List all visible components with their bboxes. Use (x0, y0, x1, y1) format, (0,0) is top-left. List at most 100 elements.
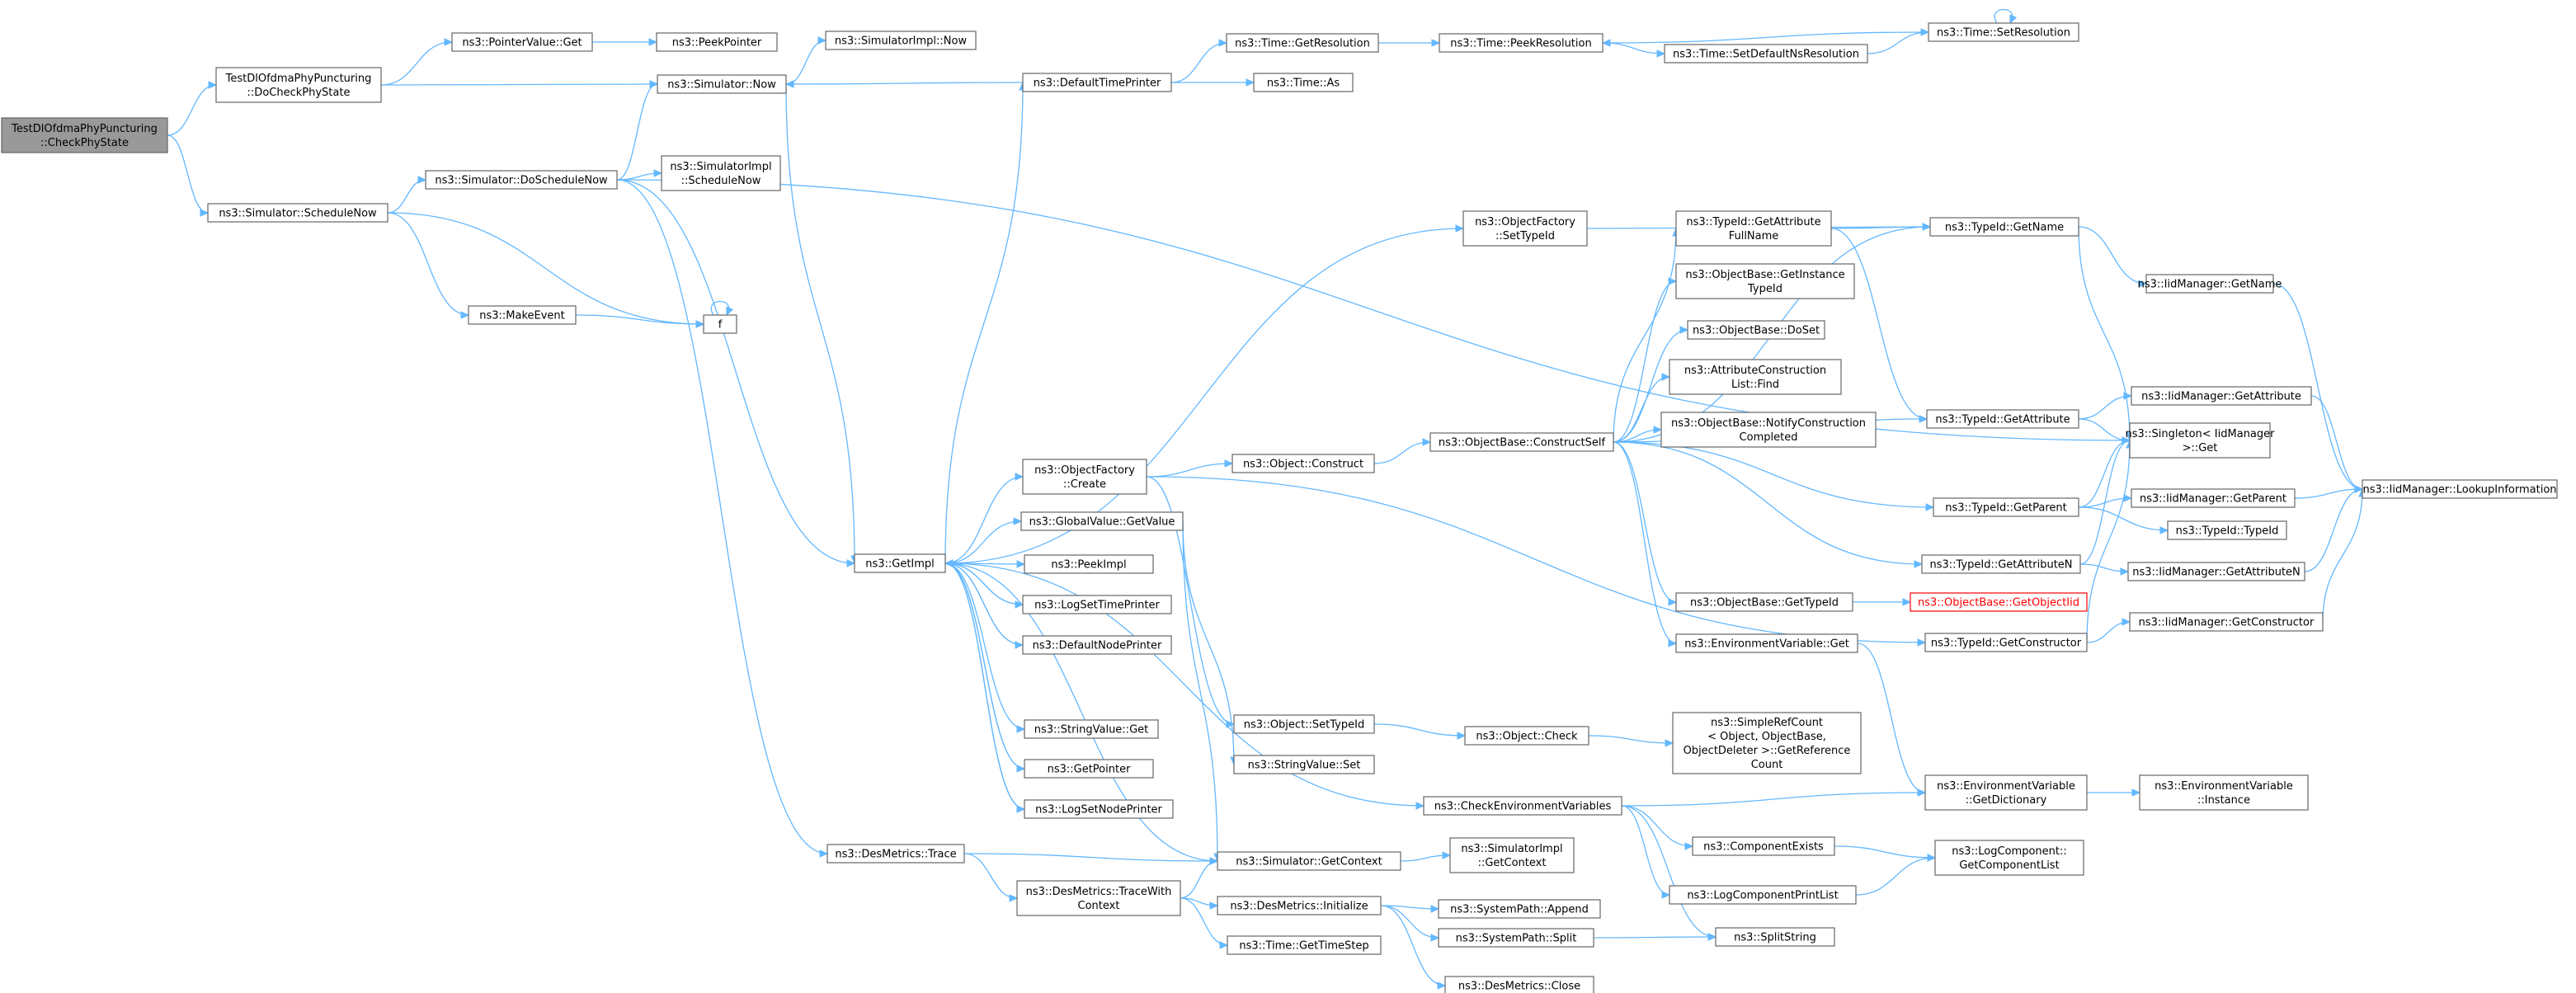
edge-tidGetCtor-to-singleton (2086, 439, 2134, 643)
edge-line (167, 134, 209, 214)
node-ofSetTid[interactable]: ns3::ObjectFactory::SetTypeId (1462, 210, 1588, 247)
node-timeAs[interactable]: ns3::Time::As (1253, 73, 1354, 92)
node-envGet[interactable]: ns3::EnvironmentVariable::Get (1675, 633, 1858, 653)
node-objCheck[interactable]: ns3::Object::Check (1464, 726, 1589, 746)
edge-arrowhead (1684, 842, 1694, 850)
node-desInit[interactable]: ns3::DesMetrics::Initialize (1217, 896, 1382, 915)
node-getPointer[interactable]: ns3::GetPointer (1024, 759, 1154, 779)
node-obGetTid[interactable]: ns3::ObjectBase::GetTypeId (1675, 592, 1853, 612)
node-box (1429, 432, 1614, 452)
node-simImplGetCtx[interactable]: ns3::SimulatorImpl::GetContext (1449, 837, 1575, 873)
node-doSched[interactable]: ns3::Simulator::DoScheduleNow (425, 170, 618, 190)
node-iidGetAttrN[interactable]: ns3::IidManager::GetAttributeN (2127, 562, 2305, 581)
node-desClose[interactable]: ns3::DesMetrics::Close (1444, 976, 1594, 993)
edge-line (380, 41, 453, 86)
node-f[interactable]: f (703, 314, 737, 334)
node-iidGetParent[interactable]: ns3::IidManager::GetParent (2131, 488, 2296, 508)
node-label: ns3::SimulatorImpl::Now (835, 35, 968, 48)
node-singleton[interactable]: ns3::Singleton< IidManager >::Get (2125, 422, 2275, 459)
node-label: ns3::PeekImpl (1051, 559, 1126, 572)
node-tidGetAttr[interactable]: ns3::TypeId::GetAttribute (1926, 409, 2079, 429)
node-simImplSched[interactable]: ns3::SimulatorImpl::ScheduleNow (661, 155, 781, 191)
node-checkEnv[interactable]: ns3::CheckEnvironmentVariables (1423, 796, 1622, 816)
node-objConstruct[interactable]: ns3::Object::Construct (1231, 454, 1375, 473)
node-ptrGet[interactable]: ns3::PointerValue::Get (451, 32, 593, 52)
node-label: ns3::SplitString (1734, 932, 1816, 944)
node-getRes[interactable]: ns3::Time::GetResolution (1226, 33, 1379, 53)
edge-tidGetAttr-to-iidGetAttr (2078, 392, 2133, 420)
node-ofCreate[interactable]: ns3::ObjectFactory::Create (1022, 459, 1147, 495)
node-logSetTime[interactable]: ns3::LogSetTimePrinter (1022, 595, 1172, 614)
node-getImpl[interactable]: ns3::GetImpl (854, 553, 946, 573)
edge-line (1857, 642, 1926, 793)
node-obDoSet[interactable]: ns3::ObjectBase::DoSet (1687, 320, 1825, 340)
node-envInst[interactable]: ns3::EnvironmentVariable::Instance (2139, 774, 2309, 811)
node-logPrintList[interactable]: ns3::LogComponentPrintList (1669, 885, 1857, 905)
edge-arrowhead (1902, 598, 1912, 606)
node-makeEvent[interactable]: ns3::MakeEvent (468, 305, 577, 325)
node-iidGetAttr[interactable]: ns3::IidManager::GetAttribute (2131, 386, 2312, 406)
node-label: ::GetContext (1478, 857, 1547, 869)
node-peekPtr[interactable]: ns3::PeekPointer (656, 32, 778, 52)
node-timeStep[interactable]: ns3::Time::GetTimeStep (1227, 935, 1382, 955)
node-label: < Object, ObjectBase, (1707, 731, 1826, 743)
edge-line (785, 40, 826, 85)
node-label: ns3::ObjectBase::GetInstance (1685, 269, 1844, 281)
node-peekRes[interactable]: ns3::Time::PeekResolution (1439, 33, 1604, 53)
node-desTrace[interactable]: ns3::DesMetrics::Trace (826, 844, 965, 864)
edge-line (1830, 228, 1928, 420)
node-doCheck[interactable]: TestDlOfdmaPhyPuncturing::DoCheckPhyStat… (215, 67, 382, 103)
node-box (1924, 774, 2088, 811)
edge-simNow-to-simImplNow (785, 36, 827, 85)
node-simNow[interactable]: ns3::Simulator::Now (657, 74, 787, 94)
node-setRes[interactable]: ns3::Time::SetResolution (1928, 22, 2079, 42)
edge-line (1182, 520, 1218, 862)
node-objSetTid[interactable]: ns3::Object::SetTypeId (1233, 714, 1375, 734)
node-defNode[interactable]: ns3::DefaultNodePrinter (1022, 635, 1172, 655)
node-sysSplit[interactable]: ns3::SystemPath::Split (1438, 928, 1594, 948)
node-iidGetCtor[interactable]: ns3::IidManager::GetConstructor (2129, 612, 2324, 632)
node-strSet[interactable]: ns3::StringValue::Set (1233, 755, 1375, 774)
edge-arrowhead (1430, 934, 1440, 942)
node-splitStr[interactable]: ns3::SplitString (1715, 927, 1835, 947)
edge-arrowhead (1665, 739, 1674, 747)
edge-line (1380, 905, 1446, 986)
node-logSetNode[interactable]: ns3::LogSetNodePrinter (1024, 799, 1174, 819)
node-defTime[interactable]: ns3::DefaultTimePrinter (1022, 73, 1172, 92)
node-obNotify[interactable]: ns3::ObjectBase::NotifyConstructionCompl… (1660, 412, 1877, 448)
edge-line (1602, 31, 1929, 44)
node-strGet[interactable]: ns3::StringValue::Get (1024, 719, 1159, 739)
node-lookup[interactable]: ns3::IidManager::LookupInformation (2362, 479, 2558, 499)
node-obConstructSelf[interactable]: ns3::ObjectBase::ConstructSelf (1429, 432, 1614, 452)
node-tidGetAttrN[interactable]: ns3::TypeId::GetAttributeN (1921, 554, 2081, 574)
node-tidTid[interactable]: ns3::TypeId::TypeId (2167, 520, 2287, 540)
node-compExists[interactable]: ns3::ComponentExists (1692, 836, 1835, 856)
node-envDict[interactable]: ns3::EnvironmentVariable::GetDictionary (1924, 774, 2088, 811)
node-simImplNow[interactable]: ns3::SimulatorImpl::Now (825, 31, 977, 50)
edge-line (1146, 476, 1926, 643)
node-logCompList[interactable]: ns3::LogComponent::GetComponentList (1934, 840, 2084, 876)
node-root[interactable]: TestDlOfdmaPhyPuncturing::CheckPhyState (1, 117, 168, 153)
node-sysAppend[interactable]: ns3::SystemPath::Append (1438, 899, 1601, 919)
node-setDefNs[interactable]: ns3::Time::SetDefaultNsResolution (1664, 44, 1868, 64)
node-peekImpl[interactable]: ns3::PeekImpl (1024, 554, 1154, 574)
node-srcGetRef[interactable]: ns3::SimpleRefCount< Object, ObjectBase,… (1672, 712, 1862, 774)
edge-f-to-f (710, 300, 734, 317)
node-tidGetName[interactable]: ns3::TypeId::GetName (1929, 217, 2079, 237)
edge-line (944, 562, 1425, 807)
edge-line (2078, 440, 2131, 508)
node-tidGetCtor[interactable]: ns3::TypeId::GetConstructor (1924, 633, 2088, 652)
node-label: ns3::Object::Check (1476, 731, 1578, 743)
node-gvGet[interactable]: ns3::GlobalValue::GetValue (1020, 511, 1184, 531)
node-schedNow[interactable]: ns3::Simulator::ScheduleNow (207, 203, 389, 223)
node-iidGetName[interactable]: ns3::IidManager::GetName (2138, 274, 2282, 294)
node-tidGetParent[interactable]: ns3::TypeId::GetParent (1933, 497, 2079, 517)
node-simGetCtx[interactable]: ns3::Simulator::GetContext (1217, 851, 1401, 871)
node-box (1921, 554, 2081, 574)
edge-line (944, 562, 1025, 810)
node-obGetObjTid[interactable]: ns3::ObjectBase::GetObjectIid (1910, 592, 2088, 612)
